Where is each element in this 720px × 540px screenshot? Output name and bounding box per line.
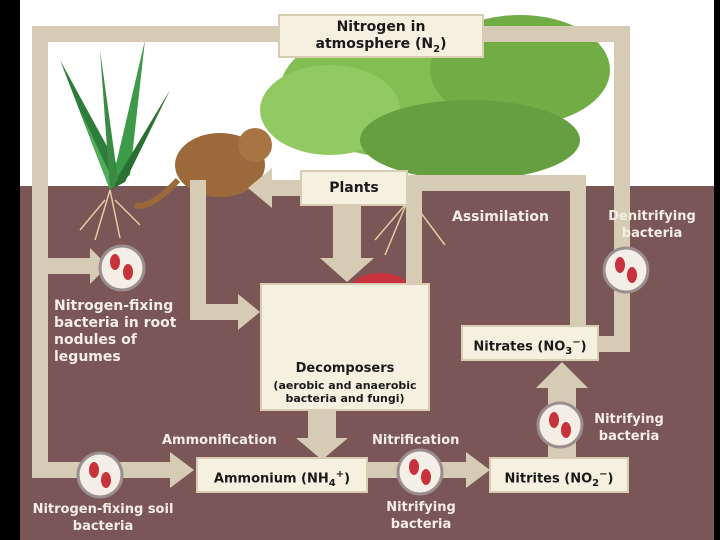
nitrites-box: Nitrites (NO2−) (489, 457, 629, 493)
decomposers-title: Decomposers (262, 361, 428, 377)
right-border (714, 0, 720, 540)
arrow-plants-down (333, 205, 361, 260)
arrow-to-root-nodules (32, 258, 92, 274)
arrow-ammonification (308, 410, 336, 440)
ammonium-label: Ammonium (NH (214, 471, 329, 486)
ammonification-label: Ammonification (162, 432, 277, 450)
atmosphere-close: ) (440, 36, 446, 52)
atmosphere-label: Nitrogen in atmosphere (N (316, 19, 434, 52)
ammonium-superscript: + (336, 469, 344, 480)
bacteria-soil (78, 453, 122, 497)
arrow-atmosphere-left (32, 26, 280, 42)
plants-label: Plants (329, 180, 379, 196)
nitrites-label: Nitrites (NO (505, 471, 593, 486)
bacteria-root-nodules (100, 246, 144, 290)
ammonium-subscript: 4 (329, 478, 336, 489)
nitrates-close: ) (581, 339, 587, 354)
nitrites-superscript: − (599, 469, 607, 480)
arrow-left-vertical (32, 26, 48, 471)
arrow-atmosphere-right (482, 26, 630, 42)
assimilation-label: Assimilation (452, 208, 549, 226)
nitrates-superscript: − (572, 337, 580, 348)
plants-box: Plants (300, 170, 408, 206)
denitrifying-bacteria-label: Denitrifying bacteria (594, 208, 710, 242)
arrow-nitrates-to-denit (598, 336, 630, 352)
nitrifying-bacteria-right-label: Nitrifying bacteria (584, 411, 674, 445)
bacteria-denitrifying (604, 248, 648, 292)
ammonium-close: ) (344, 471, 350, 486)
arrow-denitrification (614, 26, 630, 351)
arrow-assimilation-right (570, 175, 586, 325)
bacteria-nitrifying-bottom (398, 450, 442, 494)
bacteria-nitrifying-right (538, 403, 582, 447)
left-border (0, 0, 20, 540)
decomposers-note: (aerobic and anaerobic bacteria and fung… (262, 379, 428, 405)
arrow-assimilation-top (406, 175, 586, 191)
nitrogen-fixing-root-label: Nitrogen-fixing bacteria in root nodules… (54, 298, 204, 366)
nitrification-label: Nitrification (372, 432, 459, 450)
decomposers-box: Decomposers (aerobic and anaerobic bacte… (260, 283, 430, 411)
nitrites-close: ) (608, 471, 614, 486)
nitrates-label: Nitrates (NO (473, 339, 565, 354)
nitrifying-bacteria-bottom-label: Nitrifying bacteria (376, 499, 466, 533)
ammonium-box: Ammonium (NH4+) (196, 457, 368, 493)
nitrogen-fixing-soil-label: Nitrogen-fixing soil bacteria (30, 501, 176, 535)
atmosphere-box: Nitrogen in atmosphere (N2) (278, 14, 484, 58)
nitrates-box: Nitrates (NO3−) (461, 325, 599, 361)
